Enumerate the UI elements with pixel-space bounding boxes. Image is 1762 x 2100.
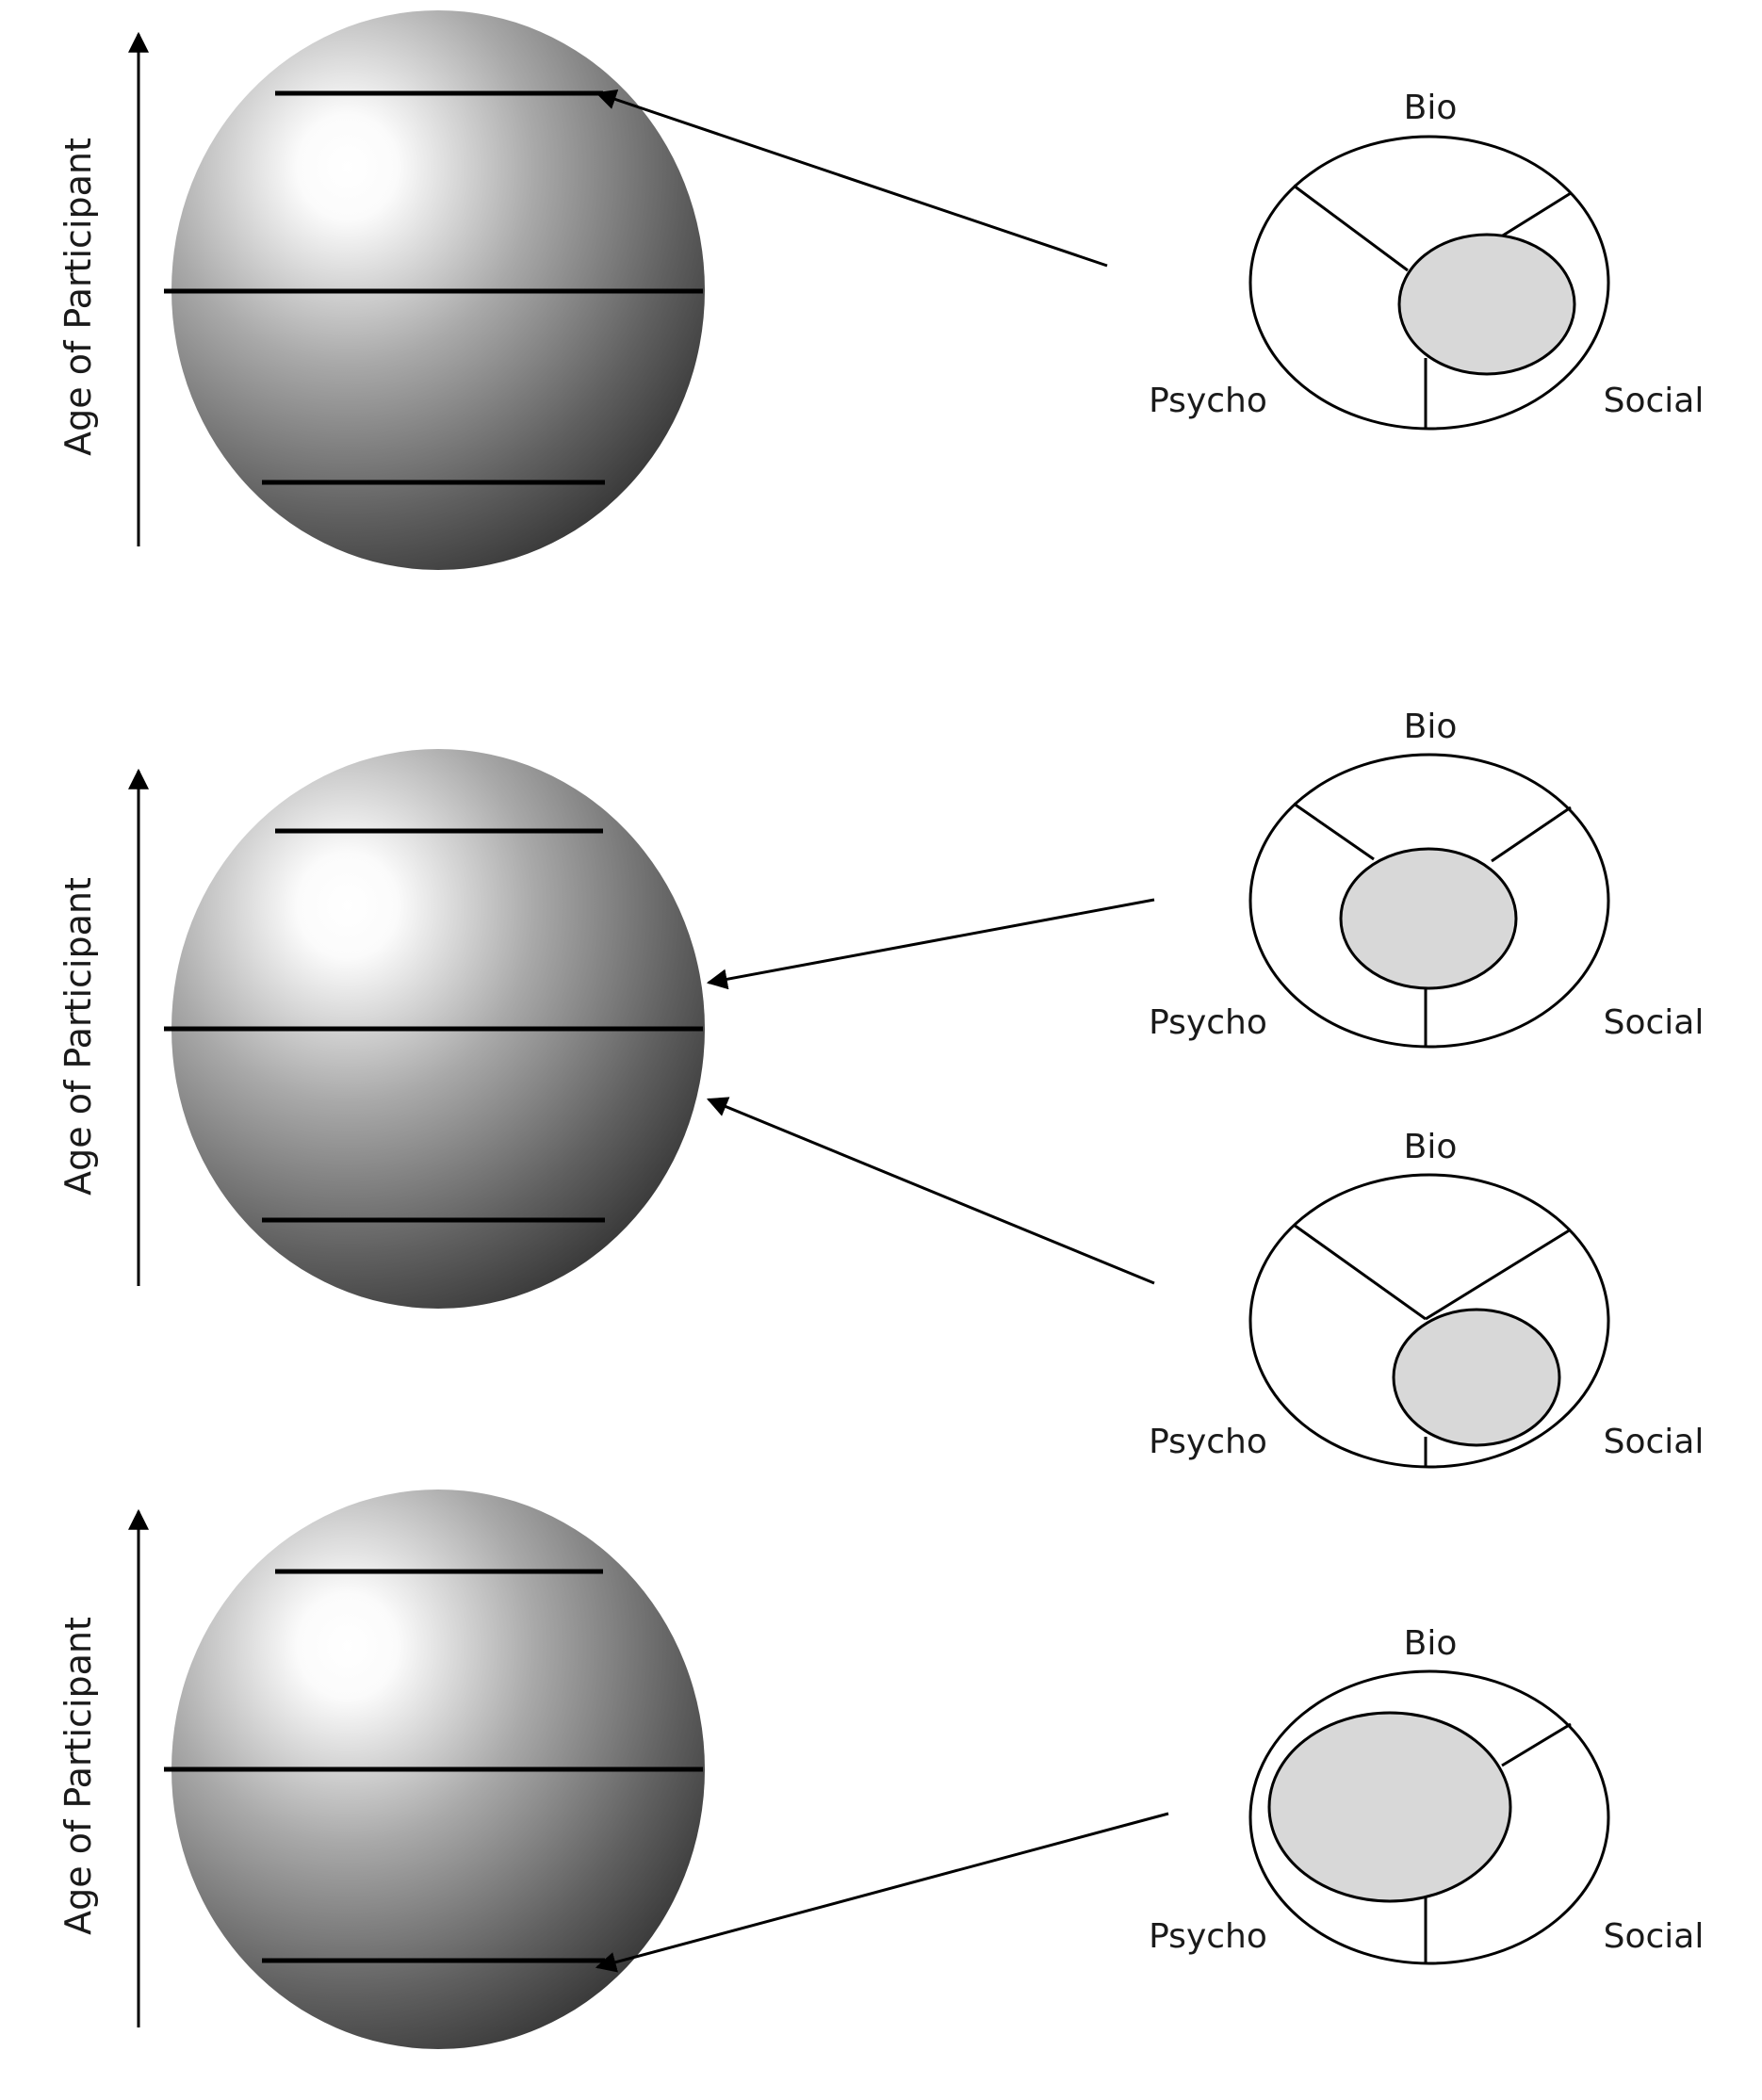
psycho-label: Psycho: [1149, 1917, 1267, 1956]
age-axis-label: Age of Participant: [57, 1617, 99, 1935]
age-axis-label: Age of Participant: [57, 877, 99, 1196]
divider-line-right: [1497, 191, 1572, 240]
bio-label: Bio: [1404, 1624, 1458, 1663]
divider-line-right: [1425, 1228, 1572, 1321]
connector-arrow-lower: [706, 1097, 1155, 1285]
psycho-label: Psycho: [1149, 1423, 1267, 1461]
connector-arrow-upper: [706, 898, 1155, 990]
bio-label: Bio: [1404, 1128, 1458, 1166]
biopsychosocial-model: Bio Psycho Social: [1149, 89, 1705, 431]
social-label: Social: [1604, 1917, 1705, 1956]
panel-3: Age of Participant Bio Psycho Social: [57, 1490, 1704, 2049]
panel-1: Age of Participant Bio Psycho Social: [57, 10, 1704, 570]
divider-line-left: [1293, 802, 1375, 861]
focus-ellipse: [1392, 1308, 1561, 1447]
focus-ellipse: [1339, 847, 1518, 990]
focus-ellipse: [1267, 1711, 1512, 1903]
focus-ellipse: [1397, 233, 1576, 376]
biopsychosocial-model: Bio Psycho Social: [1149, 708, 1705, 1049]
connector-arrow: [595, 1812, 1169, 1973]
divider-line-right: [1501, 1722, 1572, 1767]
divider-line-right: [1491, 806, 1572, 863]
panel-2: Age of Participant Bio Psycho Social Bio: [57, 708, 1705, 1469]
social-label: Social: [1604, 382, 1705, 420]
biopsychosocial-model: Bio Psycho Social: [1149, 1128, 1705, 1469]
bio-label: Bio: [1404, 89, 1458, 127]
bio-label: Bio: [1404, 708, 1458, 746]
social-label: Social: [1604, 1423, 1705, 1461]
connector-arrow: [595, 89, 1108, 268]
age-axis-label: Age of Participant: [57, 138, 99, 456]
biopsychosocial-model: Bio Psycho Social: [1149, 1624, 1705, 1965]
divider-line-left: [1293, 1223, 1427, 1321]
social-label: Social: [1604, 1003, 1705, 1042]
psycho-label: Psycho: [1149, 382, 1267, 420]
psycho-label: Psycho: [1149, 1003, 1267, 1042]
divider-line-left: [1293, 184, 1409, 272]
